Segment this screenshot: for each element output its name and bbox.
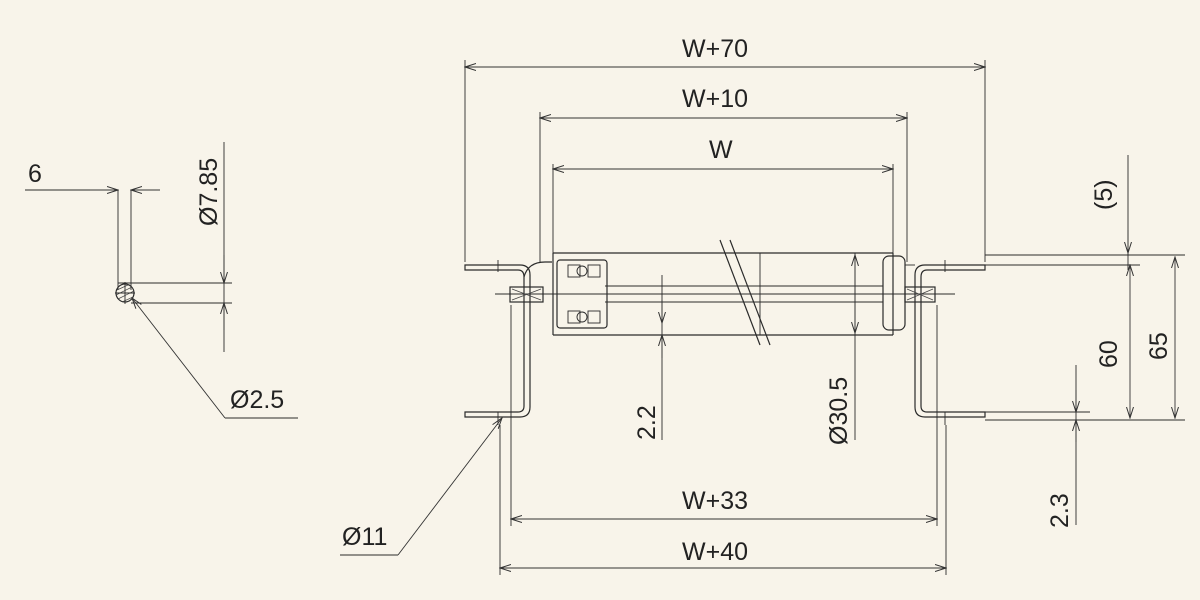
dim-w-plus-10: W+10 bbox=[540, 85, 907, 262]
dim-w-plus-40: W+40 bbox=[500, 425, 946, 575]
dim-w-plus-33: W+33 bbox=[511, 305, 937, 526]
shaft bbox=[495, 286, 955, 303]
w-plus-70-label: W+70 bbox=[682, 35, 748, 63]
dim-roller-diameter: Ø30.5 bbox=[825, 253, 855, 445]
w-plus-10-label: W+10 bbox=[682, 85, 748, 113]
height-60-label: 60 bbox=[1095, 340, 1123, 368]
dim-thickness: 2.3 bbox=[985, 365, 1090, 528]
shaft-width-label: 6 bbox=[28, 160, 42, 188]
offset-label: (5) bbox=[1090, 179, 1118, 210]
shaft-diameter-label: Ø7.85 bbox=[195, 158, 223, 226]
dim-offset: (5) bbox=[985, 155, 1140, 270]
dim-tube-wall: 2.2 bbox=[633, 275, 662, 440]
roller-assembly-view: W+70 W+10 W W+33 W+40 bbox=[340, 35, 1185, 575]
thickness-label: 2.3 bbox=[1046, 493, 1074, 528]
roller-diameter-label: Ø30.5 bbox=[825, 377, 853, 445]
tube-wall-label: 2.2 bbox=[633, 405, 661, 440]
left-bracket bbox=[464, 260, 552, 425]
dim-hole-diameter: Ø11 bbox=[340, 418, 502, 556]
roller-tube bbox=[552, 239, 906, 346]
right-bracket bbox=[905, 260, 986, 425]
pin-diameter-label: Ø2.5 bbox=[230, 386, 284, 414]
hole-diameter-label: Ø11 bbox=[342, 523, 387, 551]
shaft-section-detail: 6 Ø7.85 Ø2.5 bbox=[25, 142, 298, 419]
w-plus-40-label: W+40 bbox=[682, 538, 748, 566]
w-plus-33-label: W+33 bbox=[682, 487, 748, 515]
height-65-label: 65 bbox=[1145, 332, 1173, 360]
w-label: W bbox=[709, 136, 733, 164]
dim-heights: 60 65 bbox=[985, 254, 1185, 421]
dim-w-plus-70: W+70 bbox=[465, 35, 985, 262]
dim-w: W bbox=[553, 136, 893, 253]
